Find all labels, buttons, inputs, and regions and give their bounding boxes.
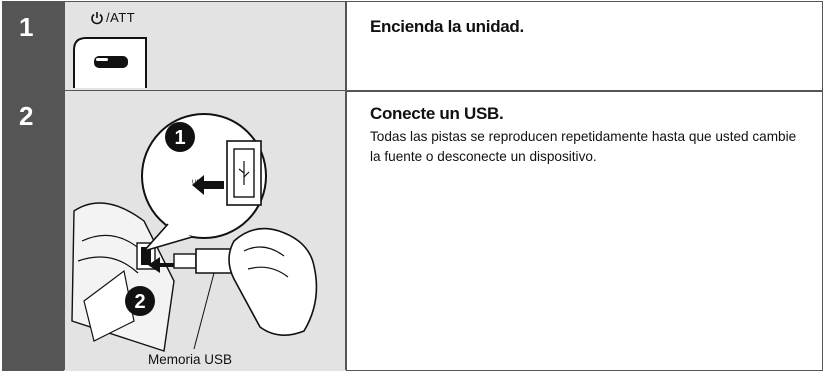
step-2-number: 2 <box>3 91 63 371</box>
step-2-illustration-panel: USB 1 2 Memoria USB <box>64 91 346 371</box>
usb-connection-illustration: USB 1 2 <box>71 113 318 352</box>
callout-1 <box>165 122 195 152</box>
callout-2 <box>125 286 155 316</box>
usb-memory-caption: Memoria USB <box>148 352 233 367</box>
power-button-illustration <box>73 37 147 88</box>
svg-text:2: 2 <box>134 291 145 313</box>
step-2-title: Conecte un USB. <box>370 104 504 123</box>
column-divider-number <box>63 2 65 370</box>
power-att-label: /ATT <box>90 10 135 25</box>
row-divider <box>3 90 822 92</box>
power-icon <box>91 11 103 24</box>
step-1-illustration-panel: /ATT <box>64 2 346 90</box>
svg-text:1: 1 <box>174 127 185 149</box>
instruction-table: 1 /ATT Encienda la unidad. 2 <box>2 1 823 371</box>
column-divider-text <box>345 2 347 370</box>
step-2-description: Todas las pistas se reproducen repetidam… <box>370 129 797 164</box>
step-1-title: Encienda la unidad. <box>370 17 524 36</box>
step-1-number: 1 <box>3 2 63 90</box>
